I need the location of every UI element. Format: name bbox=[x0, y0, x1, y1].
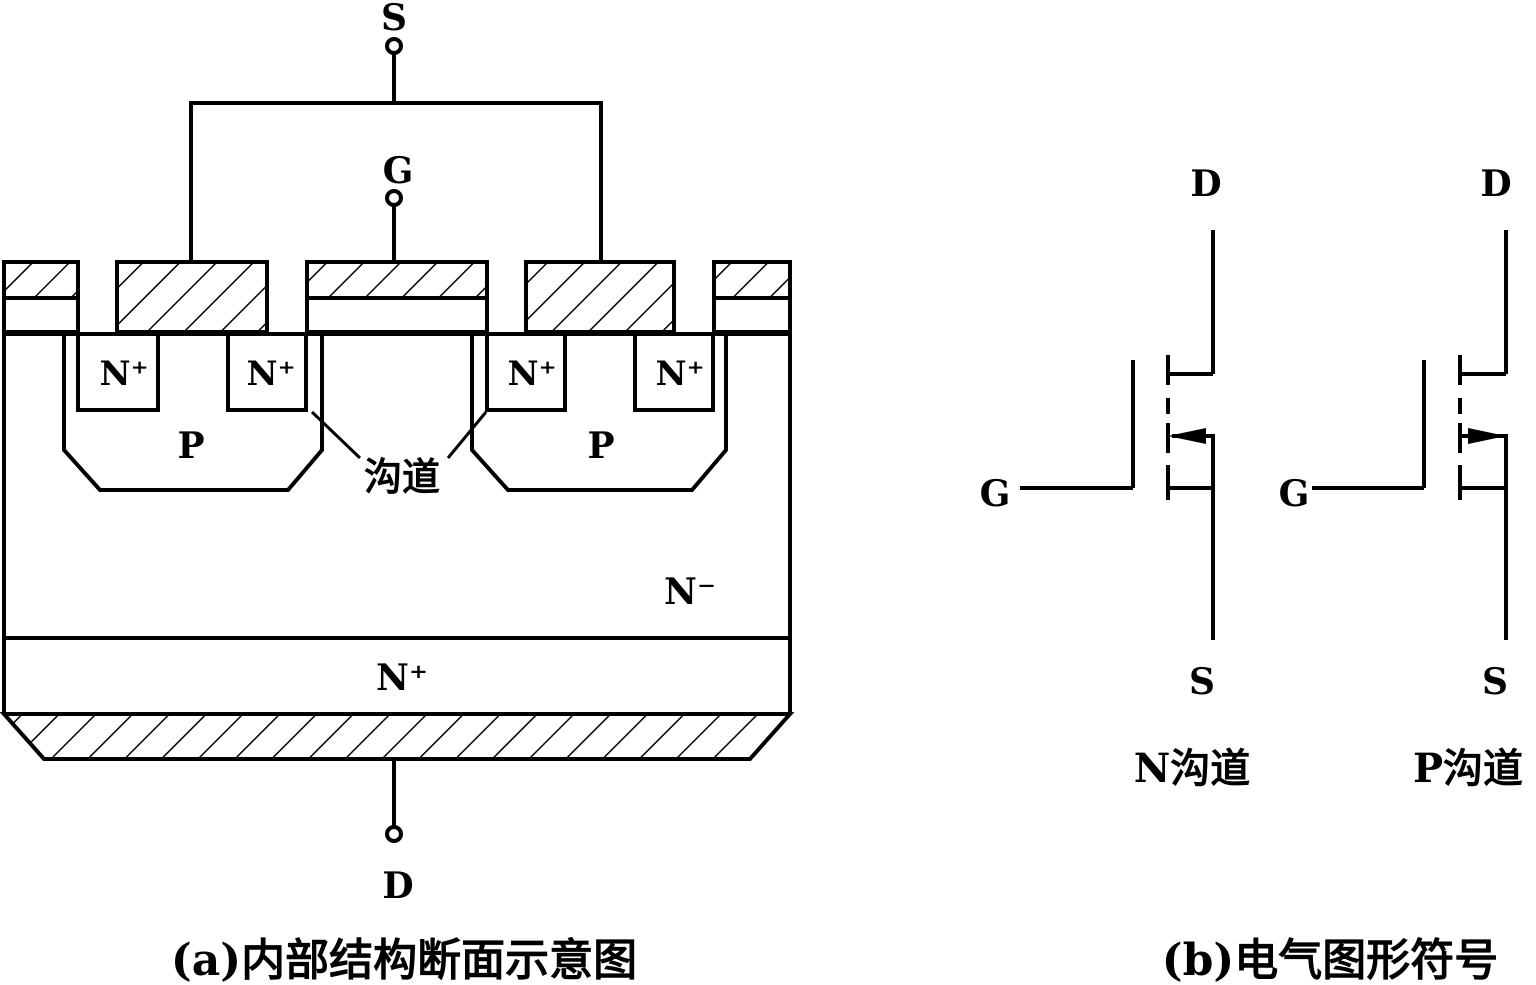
n-plus-label-1: N⁺ bbox=[99, 354, 148, 394]
n-g-label: G bbox=[980, 473, 1011, 515]
p-s-label: S bbox=[1482, 661, 1508, 703]
caption-b: (b)电气图形符号 bbox=[1162, 935, 1498, 985]
n-s-label: S bbox=[1189, 661, 1215, 703]
n-plus-label-3: N⁺ bbox=[507, 354, 556, 394]
n-body-line bbox=[1172, 434, 1215, 488]
p-well-left bbox=[62, 334, 324, 492]
gate-oxide bbox=[305, 296, 489, 334]
n-d-label: D bbox=[1190, 163, 1221, 205]
p-well-right-label: P bbox=[587, 425, 614, 467]
p-arrow-icon bbox=[1468, 428, 1506, 444]
n-plus-region-4 bbox=[633, 332, 715, 412]
n-plus-label-2: N⁺ bbox=[246, 354, 295, 394]
n-minus-label: N⁻ bbox=[664, 571, 716, 613]
terminal-d-label: D bbox=[382, 865, 413, 907]
source-bus bbox=[189, 101, 603, 262]
n-plus-label-4: N⁺ bbox=[655, 354, 704, 394]
gate-oxide-left-edge bbox=[2, 296, 80, 334]
caption-a: (a)内部结构断面示意图 bbox=[171, 935, 637, 985]
channel-label: 沟道 bbox=[364, 454, 440, 499]
source-metal-right bbox=[524, 260, 676, 334]
n-plus-region-3 bbox=[485, 332, 567, 412]
p-d-label: D bbox=[1480, 163, 1511, 205]
p-channel-symbol: D G S P沟道 bbox=[1279, 163, 1523, 792]
drain-terminal bbox=[385, 825, 403, 843]
channel-leader-left bbox=[310, 410, 362, 460]
source-terminal bbox=[385, 37, 403, 55]
n-plus-region-1 bbox=[76, 332, 160, 412]
gate-metal-right-edge bbox=[712, 260, 792, 300]
gate-oxide-right-edge bbox=[712, 296, 792, 334]
n-plus-substrate-label: N⁺ bbox=[376, 657, 428, 699]
gate-terminal bbox=[385, 189, 403, 207]
n-channel-symbol: D G S N沟道 bbox=[980, 163, 1251, 792]
n-channel-label: N沟道 bbox=[1134, 745, 1251, 792]
terminal-g-label: G bbox=[383, 150, 414, 192]
drain-metal bbox=[0, 712, 795, 761]
terminal-s-label: S bbox=[381, 0, 407, 39]
p-channel-label: P沟道 bbox=[1413, 745, 1523, 792]
p-g-label: G bbox=[1279, 473, 1310, 515]
gate-metal-left-edge bbox=[2, 260, 80, 300]
source-metal-left bbox=[115, 260, 269, 334]
p-well-left-label: P bbox=[177, 425, 204, 467]
p-body-line bbox=[1460, 434, 1508, 488]
gate-metal bbox=[305, 260, 489, 300]
cross-section: S G D N⁺ N⁺ N⁺ N⁺ P P 沟道 N⁻ N⁺ (a)内部结构断面… bbox=[0, 0, 795, 985]
n-plus-region-2 bbox=[226, 332, 308, 412]
channel-leader-right bbox=[446, 411, 488, 459]
n-arrow-icon bbox=[1168, 428, 1206, 444]
